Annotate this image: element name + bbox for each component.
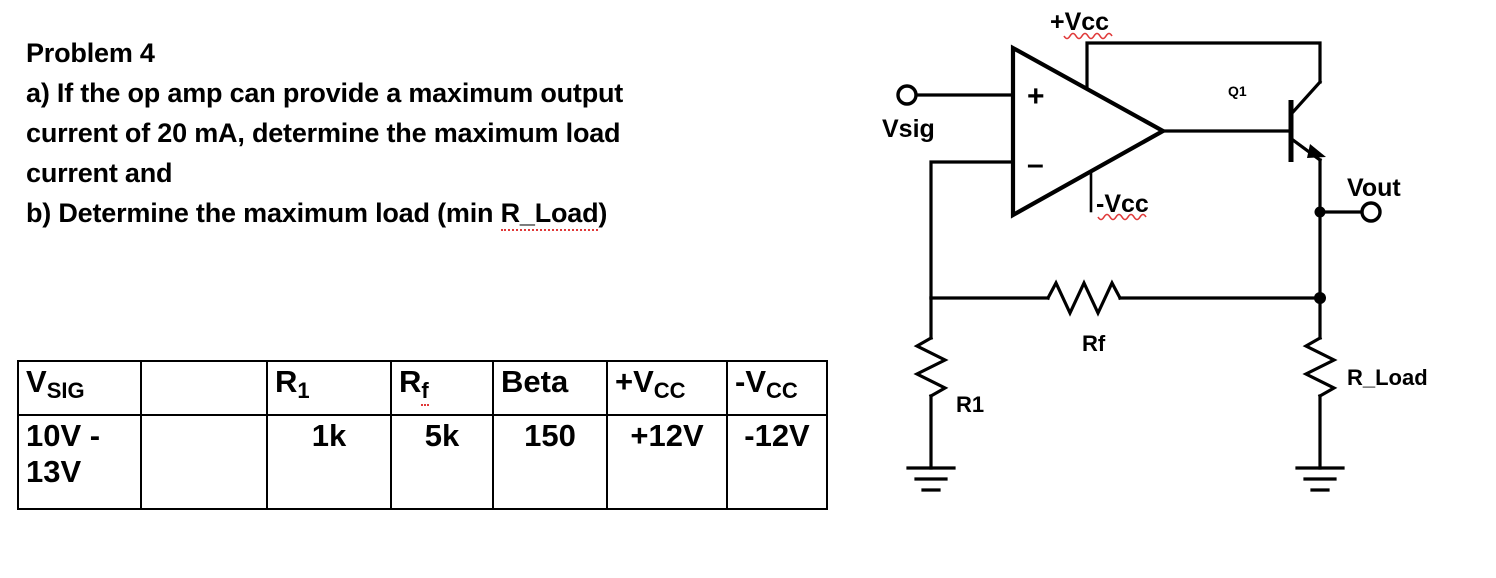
parameter-table: VSIG R1 Rf Beta +VCC -VCC 10V - 13V 1k 5… <box>17 360 828 510</box>
header-cell-r1: R1 <box>266 360 392 416</box>
header-rf-main: R <box>399 364 422 399</box>
cell-beta-value: 150 <box>492 414 608 510</box>
header-cell-vcc-pos: +VCC <box>606 360 728 416</box>
table-header-row: VSIG R1 Rf Beta +VCC -VCC <box>17 360 828 416</box>
r1-resistor-zigzag <box>913 335 949 399</box>
op-amp-plus-sign: + <box>1027 80 1045 113</box>
rf-label: Rf <box>1082 331 1106 356</box>
vsig-terminal[interactable] <box>896 84 918 106</box>
rf-resistor-zigzag <box>1045 279 1123 317</box>
cell-r1-value: 1k <box>266 414 392 510</box>
cell-vcc-neg-value: -12V <box>726 414 828 510</box>
header-vsig-main: V <box>26 364 47 399</box>
header-vcc-pos-main: +V <box>615 364 654 399</box>
cell-vsig-value: 10V - 13V <box>17 414 142 510</box>
r1-label: R1 <box>956 392 984 417</box>
header-r1-main: R <box>275 364 298 399</box>
header-vsig-sub: SIG <box>46 378 85 403</box>
transistor-emitter-arrow <box>1307 144 1326 158</box>
r-load-term: R_Load <box>500 198 599 231</box>
vcc-pos-label: +Vcc <box>1050 8 1109 36</box>
header-rf-sub: f <box>421 378 429 406</box>
problem-line-a3: current and <box>26 158 173 188</box>
problem-line-a2: current of 20 mA, determine the maximum … <box>26 118 621 148</box>
feedback-input-wire <box>929 160 1015 300</box>
vout-label: Vout <box>1347 174 1401 202</box>
table-row: 10V - 13V 1k 5k 150 +12V -12V <box>17 414 828 510</box>
cell-r1-text: 1k <box>311 418 347 453</box>
vcc-pos-spellcheck-underline <box>1063 32 1113 40</box>
cell-vsig-line1: 10V - <box>26 418 101 453</box>
header-cell-rf: Rf <box>390 360 494 416</box>
problem-statement: Problem 4 a) If the op amp can provide a… <box>26 33 816 233</box>
transistor-collector-lead <box>1290 79 1323 115</box>
cell-blank-value <box>140 414 268 510</box>
cell-vsig-line2: 13V <box>26 454 82 489</box>
cell-rf-value: 5k <box>390 414 494 510</box>
problem-line-b-prefix: b) Determine the maximum load (min <box>26 198 501 228</box>
header-cell-vcc-neg: -VCC <box>726 360 828 416</box>
cell-beta-text: 150 <box>524 418 576 453</box>
problem-title: Problem 4 <box>26 38 155 68</box>
vcc-neg-spellcheck-underline <box>1097 213 1147 221</box>
op-amp-minus-sign: – <box>1027 148 1044 181</box>
problem-line-a1: a) If the op amp can provide a maximum o… <box>26 78 624 108</box>
problem-line-b: b) Determine the maximum load (min R_Loa… <box>26 193 816 233</box>
header-vcc-neg-sub: CC <box>766 378 798 403</box>
header-cell-beta: Beta <box>492 360 608 416</box>
vout-terminal[interactable] <box>1360 201 1382 223</box>
header-cell-vsig: VSIG <box>17 360 142 416</box>
header-r1-sub: 1 <box>297 378 310 403</box>
circuit-diagram: + – Vsig -Vcc +Vcc Q1 Vout Rf R1 R_Load <box>860 0 1496 540</box>
rload-label: R_Load <box>1347 365 1428 390</box>
header-vcc-pos-sub: CC <box>653 378 686 403</box>
problem-line-b-suffix: ) <box>598 198 608 228</box>
cell-vcc-pos-value: +12V <box>606 414 728 510</box>
q1-label: Q1 <box>1228 83 1247 99</box>
cell-vcc-pos-text: +12V <box>630 418 704 453</box>
op-amp-symbol <box>1010 44 1168 219</box>
cell-vcc-neg-text: -12V <box>744 418 810 453</box>
cell-rf-text: 5k <box>424 418 460 453</box>
header-vcc-neg-main: -V <box>735 364 766 399</box>
header-cell-blank <box>140 360 268 416</box>
rload-resistor-zigzag <box>1302 335 1338 399</box>
vsig-label: Vsig <box>882 115 935 143</box>
vcc-neg-label: -Vcc <box>1096 190 1149 218</box>
header-beta-main: Beta <box>501 364 569 399</box>
